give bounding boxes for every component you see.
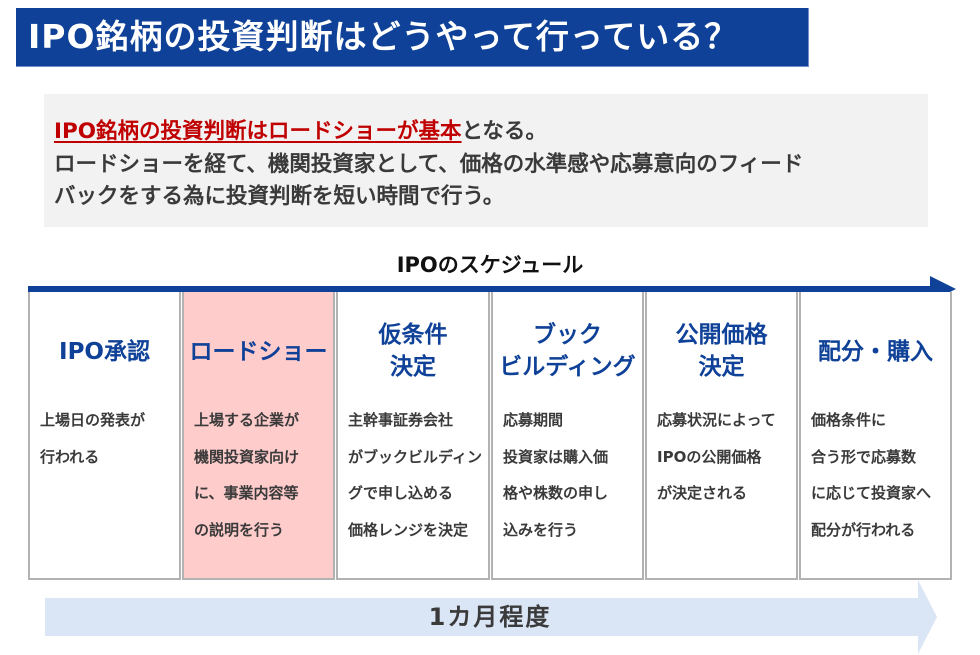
stage-book-building: ブック ビルディング 応募期間 投資家は購入価 格や株数の申し 込みを行う xyxy=(491,292,644,580)
summary-line-1-rest: となる。 xyxy=(461,119,547,144)
stage-description: 応募状況によって IPOの公開価格 が決定される xyxy=(657,411,776,502)
stage-title: ブック ビルディング xyxy=(499,322,636,380)
summary-line-2: ロードショーを経て、機関投資家として、価格の水準感や応募意向のフィード xyxy=(54,152,804,177)
stage-title: 仮条件 決定 xyxy=(378,322,448,380)
summary-line-1: IPO銘柄の投資判断はロードショーが基本となる。 xyxy=(54,117,547,147)
stage-tentative-conditions: 仮条件 決定 主幹事証券会社 がブックビルディン グで申し込める 価格レンジを決… xyxy=(336,292,490,580)
summary-box: IPO銘柄の投資判断はロードショーが基本となる。 ロードショーを経て、機関投資家… xyxy=(44,94,928,227)
schedule-title: IPOのスケジュール xyxy=(396,253,584,277)
stage-allocation-purchase: 配分・購入 価格条件に 合う形で応募数 に応じて投資家へ 配分が行われる xyxy=(799,292,952,580)
stage-description: 上場する企業が 機関投資家向け に、事業内容等 の説明を行う xyxy=(194,411,300,539)
stage-title: ロードショー xyxy=(189,339,328,365)
timeline-arrow-line xyxy=(28,286,933,292)
summary-line-3: バックをする為に投資判断を短い時間で行う。 xyxy=(54,184,505,209)
stage-ipo-approval: IPO承認 上場日の発表が 行われる xyxy=(28,292,181,580)
stage-description: 価格条件に 合う形で応募数 に応じて投資家へ 配分が行われる xyxy=(811,411,932,539)
stage-description: 上場日の発表が 行われる xyxy=(40,411,146,466)
title-banner: IPO銘柄の投資判断はどうやって行っている？ xyxy=(16,8,809,67)
stage-offering-price: 公開価格 決定 応募状況によって IPOの公開価格 が決定される xyxy=(645,292,798,580)
stage-title: 公開価格 決定 xyxy=(675,322,768,380)
stage-roadshow: ロードショー 上場する企業が 機関投資家向け に、事業内容等 の説明を行う xyxy=(182,292,335,580)
stage-description: 主幹事証券会社 がブックビルディン グで申し込める 価格レンジを決定 xyxy=(348,411,482,539)
duration-arrow-icon xyxy=(45,580,937,654)
duration-label: 1カ月程度 xyxy=(428,603,552,631)
page-title: IPO銘柄の投資判断はどうやって行っている？ xyxy=(28,17,739,56)
summary-emphasis: IPO銘柄の投資判断はロードショーが基本 xyxy=(54,119,462,144)
stage-description: 応募期間 投資家は購入価 格や株数の申し 込みを行う xyxy=(503,411,609,539)
stage-title: IPO承認 xyxy=(59,339,150,365)
stage-title: 配分・購入 xyxy=(818,339,933,365)
